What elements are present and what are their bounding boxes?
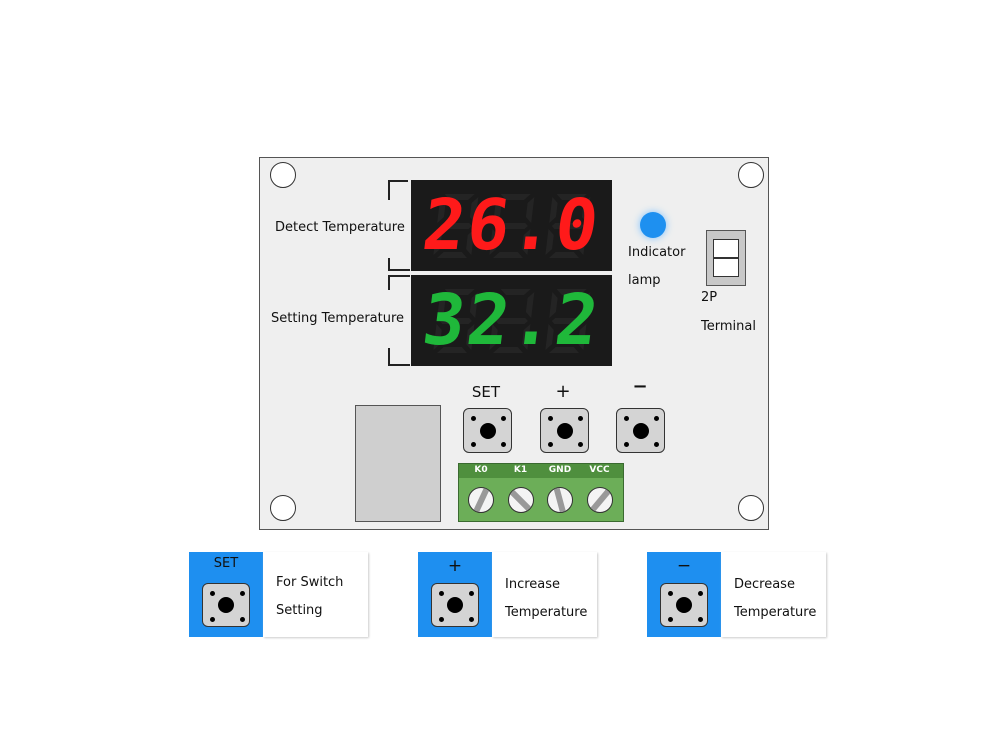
unlit-segment-e xyxy=(489,229,498,255)
unlit-segment-e xyxy=(545,229,554,255)
unlit-segment-e xyxy=(433,229,442,255)
unlit-segment-c xyxy=(522,229,531,255)
unlit-segment-f xyxy=(549,197,558,223)
terminal-label-k0: K0 xyxy=(474,465,488,475)
terminal-label-vcc: VCC xyxy=(589,465,610,475)
terminal-screw-k0[interactable] xyxy=(468,487,494,513)
unlit-segment-g xyxy=(495,318,528,324)
detect-temperature-value: 26.0 xyxy=(418,184,605,266)
unlit-segment-c xyxy=(466,324,475,350)
terminal-label-k1: K1 xyxy=(513,465,528,475)
minus-button[interactable] xyxy=(616,408,665,453)
unlit-segment-e xyxy=(545,324,554,350)
legend-line1: Decrease xyxy=(734,577,795,592)
unlit-segment-g xyxy=(551,223,584,229)
legend-line1: Increase xyxy=(505,577,561,592)
legend-line2: Setting xyxy=(276,603,323,618)
2p-label: 2P xyxy=(701,290,718,305)
setting-temperature-value: 32.2 xyxy=(418,279,605,361)
unlit-segment-c xyxy=(466,229,475,255)
unlit-segment-g xyxy=(439,318,472,324)
detect-temperature-label: Detect Temperature xyxy=(275,220,405,235)
set-button[interactable] xyxy=(463,408,512,453)
lamp-label: lamp xyxy=(628,273,661,288)
legend-key-label: + xyxy=(447,556,463,576)
unlit-segment-a xyxy=(444,194,475,200)
legend-line1: For Switch xyxy=(276,575,344,590)
plus-button-label: + xyxy=(555,381,571,402)
relay xyxy=(355,405,441,522)
indicator-label: Indicator xyxy=(628,245,686,260)
legend-minus-text xyxy=(721,552,826,637)
terminal-screw-vcc[interactable] xyxy=(586,487,613,513)
mount-hole xyxy=(738,495,764,521)
unlit-segment-a xyxy=(444,289,475,295)
unlit-segment-b xyxy=(525,292,535,318)
terminal-label: Terminal xyxy=(701,319,756,334)
unlit-segment-d xyxy=(549,347,579,353)
legend-plus-text xyxy=(492,552,597,637)
mount-hole xyxy=(270,162,296,188)
unlit-segment-b xyxy=(581,292,591,318)
unlit-segment-c xyxy=(578,324,587,350)
unlit-segment-a xyxy=(556,194,587,200)
legend-button-icon xyxy=(431,583,479,627)
unlit-segment-d xyxy=(549,252,579,258)
unlit-segment-e xyxy=(489,324,498,350)
legend-button-icon xyxy=(202,583,250,627)
unlit-segment-f xyxy=(549,292,558,318)
unlit-segment-g xyxy=(551,318,584,324)
unlit-segment-a xyxy=(500,194,531,200)
unlit-segment-c xyxy=(578,229,587,255)
display-brackets xyxy=(388,180,410,366)
set-button-label: SET xyxy=(471,383,501,401)
minus-button-label: − xyxy=(632,376,648,397)
terminal-screw-k1[interactable] xyxy=(507,487,534,513)
legend-line2: Temperature xyxy=(505,605,588,620)
unlit-segment-c xyxy=(522,324,531,350)
unlit-segment-g xyxy=(439,223,472,229)
terminal-screw-gnd[interactable] xyxy=(547,487,573,513)
unlit-segment-f xyxy=(493,197,502,223)
indicator-lamp xyxy=(640,212,666,238)
legend-button-icon xyxy=(660,583,708,627)
legend-key-label: − xyxy=(676,556,692,576)
terminal-label-gnd: GND xyxy=(548,465,572,475)
setting-temperature-display xyxy=(411,275,612,366)
unlit-segment-f xyxy=(493,292,502,318)
legend-key-label: SET xyxy=(213,556,239,571)
unlit-segment-d xyxy=(437,252,467,258)
unlit-segment-e xyxy=(433,324,442,350)
unlit-segment-b xyxy=(581,197,591,223)
legend-line2: Temperature xyxy=(734,605,817,620)
2p-terminal-connector xyxy=(706,230,746,286)
legend-set-text xyxy=(263,552,368,637)
setting-temperature-label: Setting Temperature xyxy=(271,311,405,326)
unlit-segment-b xyxy=(469,197,479,223)
unlit-segment-f xyxy=(437,197,446,223)
plus-button[interactable] xyxy=(540,408,589,453)
unlit-segment-d xyxy=(493,252,523,258)
unlit-segment-a xyxy=(556,289,587,295)
unlit-segment-b xyxy=(525,197,535,223)
unlit-segment-f xyxy=(437,292,446,318)
unlit-segment-g xyxy=(495,223,528,229)
unlit-segment-a xyxy=(500,289,531,295)
mount-hole xyxy=(270,495,296,521)
unlit-segment-d xyxy=(493,347,523,353)
unlit-segment-b xyxy=(469,292,479,318)
mount-hole xyxy=(738,162,764,188)
detect-temperature-display xyxy=(411,180,612,271)
unlit-segment-d xyxy=(437,347,467,353)
